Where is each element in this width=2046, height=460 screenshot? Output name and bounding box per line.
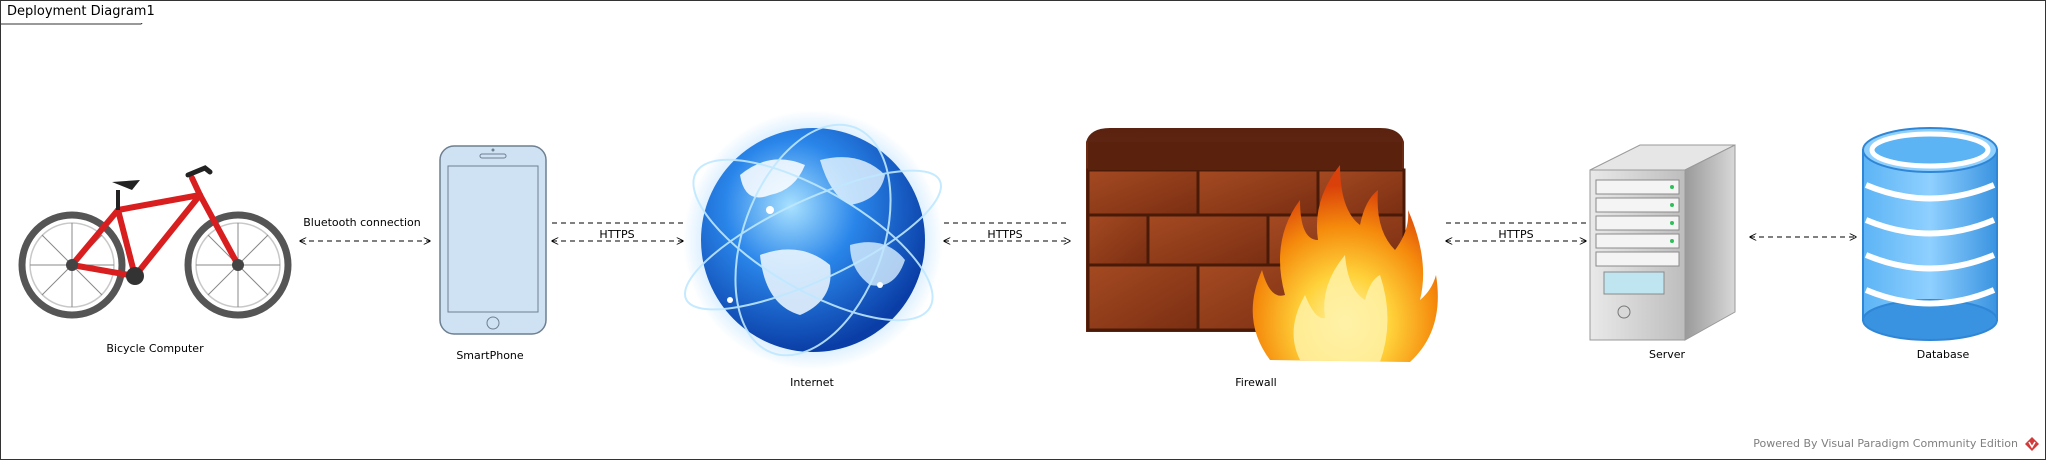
- firewall-icon[interactable]: [1086, 128, 1438, 362]
- edge-internet-firewall: [944, 222, 1070, 241]
- visual-paradigm-logo-icon: [2025, 437, 2039, 451]
- node-label-smartphone: SmartPhone: [456, 349, 524, 362]
- node-label-bicycle: Bicycle Computer: [106, 342, 204, 355]
- edge-label-bluetooth: Bluetooth connection: [303, 216, 421, 229]
- server-icon[interactable]: [1589, 144, 1736, 341]
- bicycle-icon[interactable]: [18, 165, 292, 319]
- edge-label-phone-internet: HTTPS: [599, 228, 635, 241]
- globe-icon[interactable]: [669, 103, 957, 376]
- watermark-text: Powered By Visual Paradigm Community Edi…: [1753, 437, 2018, 450]
- edge-label-internet-firewall: HTTPS: [987, 228, 1023, 241]
- smartphone-icon[interactable]: [439, 145, 547, 335]
- edge-label-firewall-server: HTTPS: [1498, 228, 1534, 241]
- node-label-server: Server: [1648, 348, 1686, 361]
- node-label-database: Database: [1916, 348, 1970, 361]
- database-icon[interactable]: [1862, 127, 1998, 341]
- node-label-internet: Internet: [790, 376, 834, 389]
- edge-phone-internet: [552, 222, 683, 241]
- frame-title: Deployment Diagram1: [1, 1, 173, 23]
- node-label-firewall: Firewall: [1235, 376, 1277, 389]
